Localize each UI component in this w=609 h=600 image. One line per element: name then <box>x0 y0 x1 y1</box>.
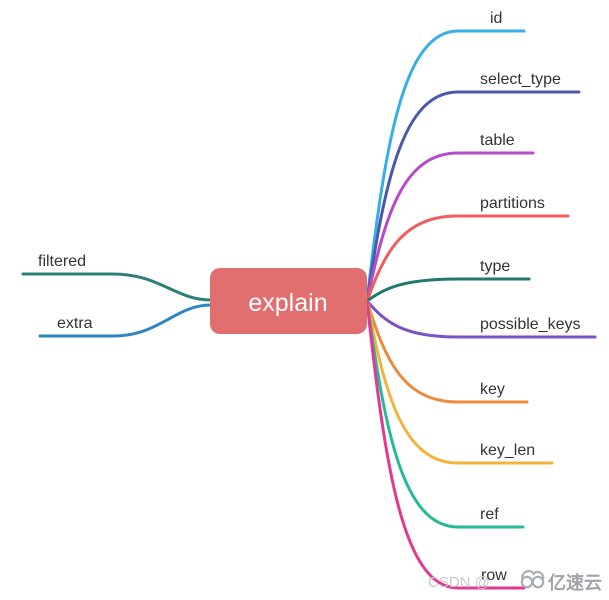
branch-label-row[interactable]: row <box>481 567 507 584</box>
root-node-box[interactable] <box>210 268 367 334</box>
branch-curve-filtered <box>21 272 213 302</box>
branch-label-ref[interactable]: ref <box>480 506 499 523</box>
branch-label-select_type[interactable]: select_type <box>480 71 561 88</box>
branch-curve-ref <box>365 299 525 529</box>
branch-curve-extra <box>38 303 213 338</box>
root-node-explain[interactable]: explain <box>210 268 367 334</box>
branch-label-table[interactable]: table <box>480 132 515 149</box>
csdn-watermark-text: CSDN @ <box>428 574 490 591</box>
branch-curve-id <box>365 29 526 303</box>
left-branches-group: filtered extra <box>21 253 213 338</box>
branch-curve-table <box>365 151 535 303</box>
branch-curve-partitions <box>365 214 570 303</box>
branch-label-extra[interactable]: extra <box>57 315 93 332</box>
branch-curve-key_len <box>365 299 554 465</box>
branch-label-key[interactable]: key <box>480 381 505 398</box>
branch-curve-possible_keys <box>365 299 597 339</box>
branch-curve-row <box>365 299 526 590</box>
branch-label-possible_keys[interactable]: possible_keys <box>480 316 581 333</box>
branch-curve-type <box>365 277 531 303</box>
branch-label-partitions[interactable]: partitions <box>480 195 545 212</box>
yisuyun-cloud-logo-icon <box>520 569 545 589</box>
branch-label-key_len[interactable]: key_len <box>480 442 535 459</box>
root-node-label: explain <box>248 289 327 317</box>
branch-label-id[interactable]: id <box>490 10 502 27</box>
branch-label-filtered[interactable]: filtered <box>38 253 86 270</box>
branch-label-type[interactable]: type <box>480 258 510 275</box>
branch-curve-key <box>365 299 529 404</box>
yisuyun-watermark-text: 亿速云 <box>548 572 602 593</box>
branch-curve-select_type <box>365 90 581 303</box>
